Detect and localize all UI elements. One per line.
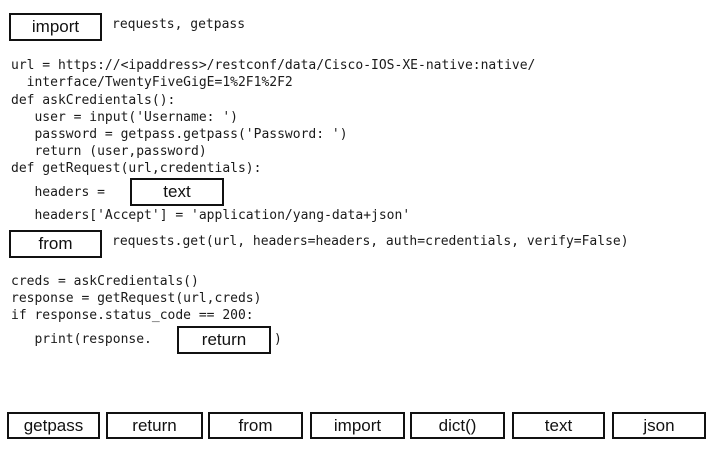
- drop-slot-2[interactable]: text: [130, 178, 224, 206]
- option-return[interactable]: return: [106, 412, 203, 439]
- code-line-15-suffix: ): [274, 332, 282, 347]
- code-line-4: def askCredientals():: [11, 93, 176, 108]
- option-import[interactable]: import: [310, 412, 405, 439]
- code-area: import requests, getpass url = https://<…: [9, 13, 629, 354]
- code-line-13: response = getRequest(url,creds): [11, 291, 262, 306]
- drop-slot-3[interactable]: from: [9, 230, 102, 258]
- code-line-2: url = https://<ipaddress>/restconf/data/…: [11, 58, 536, 73]
- code-line-11: requests.get(url, headers=headers, auth=…: [112, 234, 629, 249]
- drop-slot-4[interactable]: return: [177, 326, 271, 354]
- drop-slot-1[interactable]: import: [9, 13, 102, 41]
- code-line-8: def getRequest(url,credentials):: [11, 161, 262, 176]
- option-dict[interactable]: dict(): [410, 412, 505, 439]
- code-line-3: interface/TwentyFiveGigE=1%2F1%2F2: [11, 75, 293, 90]
- code-line-10: headers['Accept'] = 'application/yang-da…: [11, 208, 411, 223]
- code-line-5: user = input('Username: '): [11, 110, 238, 125]
- code-line-15-prefix: print(response.: [11, 332, 152, 347]
- code-line-1: requests, getpass: [112, 17, 246, 32]
- option-getpass[interactable]: getpass: [7, 412, 100, 439]
- option-json[interactable]: json: [612, 412, 706, 439]
- code-line-12: creds = askCredientals(): [11, 274, 199, 289]
- option-bank: getpass return from import dict() text j…: [0, 383, 719, 449]
- code-line-6: password = getpass.getpass('Password: '): [11, 127, 348, 142]
- code-line-14: if response.status_code == 200:: [11, 308, 254, 323]
- option-text[interactable]: text: [512, 412, 605, 439]
- option-from[interactable]: from: [208, 412, 303, 439]
- code-line-7: return (user,password): [11, 144, 207, 159]
- code-line-9: headers =: [11, 185, 105, 200]
